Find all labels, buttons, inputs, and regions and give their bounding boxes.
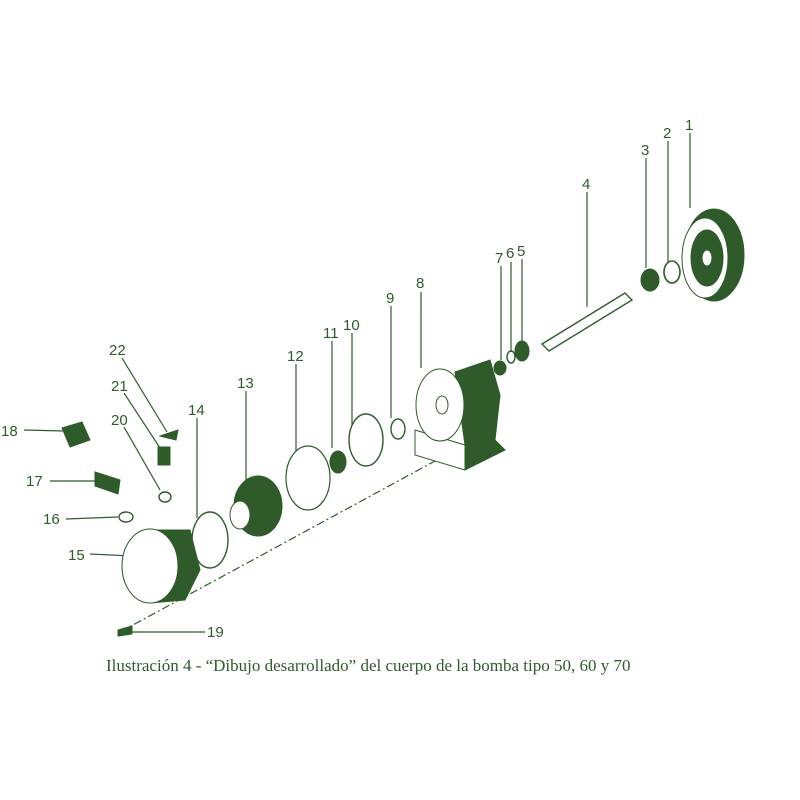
label-9: 9 bbox=[386, 290, 394, 307]
label-2: 2 bbox=[663, 125, 671, 142]
part-6-ring bbox=[506, 350, 516, 364]
label-14: 14 bbox=[188, 402, 205, 419]
part-8-bearing-housing bbox=[414, 359, 506, 471]
part-17-hose-fitting bbox=[94, 471, 121, 495]
part-9-o-ring bbox=[390, 418, 406, 440]
leader-line-20 bbox=[123, 426, 161, 491]
part-2-circlip bbox=[663, 260, 681, 284]
leader-line-18 bbox=[23, 429, 65, 432]
part-5-bearing bbox=[514, 340, 530, 362]
part-12-wear-plate bbox=[285, 445, 331, 511]
label-21: 21 bbox=[111, 378, 128, 395]
label-10: 10 bbox=[343, 317, 360, 334]
label-8: 8 bbox=[416, 275, 424, 292]
figure-caption: Ilustración 4 - “Dibujo desarrollado” de… bbox=[106, 656, 631, 675]
part-15-pump-cover bbox=[121, 528, 201, 604]
leader-line-22 bbox=[121, 357, 168, 433]
part-4-shaft bbox=[540, 292, 634, 352]
part-3-bearing bbox=[640, 268, 660, 292]
part-16-o-ring bbox=[118, 511, 134, 523]
part-1-pulley bbox=[681, 208, 745, 302]
part-22-screw bbox=[158, 429, 179, 441]
label-22: 22 bbox=[109, 342, 126, 359]
label-13: 13 bbox=[237, 375, 254, 392]
part-18-nut bbox=[61, 421, 91, 448]
label-1: 1 bbox=[685, 117, 693, 134]
part-11-seal bbox=[329, 450, 347, 474]
label-5: 5 bbox=[517, 243, 525, 260]
label-6: 6 bbox=[506, 245, 514, 262]
label-19: 19 bbox=[207, 624, 224, 641]
label-18: 18 bbox=[1, 423, 18, 440]
label-11: 11 bbox=[323, 325, 339, 342]
label-17: 17 bbox=[26, 473, 43, 490]
leader-line-21 bbox=[123, 392, 161, 449]
part-19-screw bbox=[117, 625, 133, 637]
label-15: 15 bbox=[68, 547, 85, 564]
label-12: 12 bbox=[287, 348, 304, 365]
label-16: 16 bbox=[43, 511, 60, 528]
label-20: 20 bbox=[111, 412, 128, 429]
part-10-o-ring bbox=[348, 413, 384, 467]
part-20-o-ring bbox=[158, 491, 172, 503]
part-21-valve bbox=[157, 446, 171, 466]
label-4: 4 bbox=[582, 176, 590, 193]
leader-line-16 bbox=[65, 516, 119, 520]
label-3: 3 bbox=[641, 142, 649, 159]
part-7-seal bbox=[493, 360, 507, 376]
part-13-impeller bbox=[229, 475, 283, 537]
part-labels: 1 2 3 4 5 6 7 8 9 10 11 12 13 14 15 16 1… bbox=[1, 117, 693, 641]
label-7: 7 bbox=[495, 250, 503, 267]
